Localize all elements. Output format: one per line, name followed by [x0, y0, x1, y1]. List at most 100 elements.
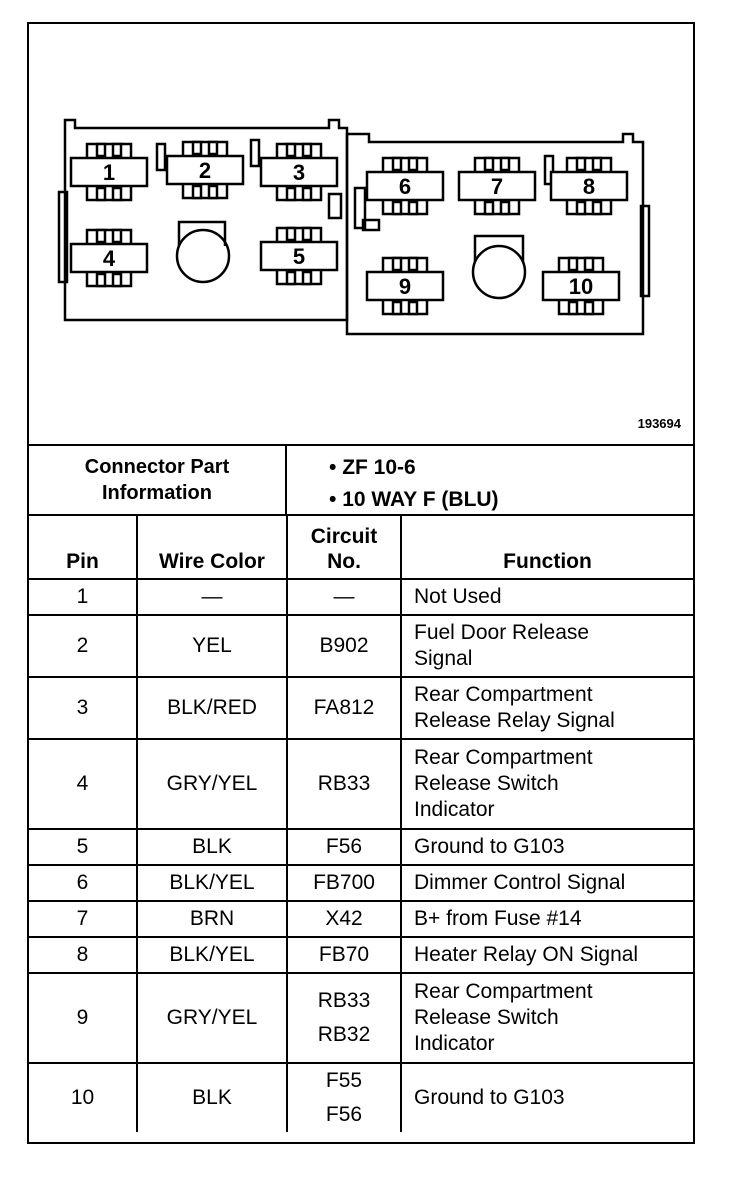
- function-cell: Heater Relay ON Signal: [400, 936, 693, 974]
- pin-number-label: 8: [583, 174, 595, 199]
- header-function: Function: [400, 516, 693, 580]
- pin-number-label: 10: [569, 274, 593, 299]
- pin-cavity: [69, 142, 149, 202]
- circuit-number: F56: [325, 835, 363, 858]
- function-line: Not Used: [414, 585, 502, 608]
- key-bar: [543, 154, 555, 186]
- pin-cell: 3: [29, 676, 138, 740]
- pin-cavity: [69, 228, 149, 288]
- function-line: Release Switch: [414, 1006, 559, 1029]
- key-bar: [155, 142, 167, 172]
- header-wire-color: Wire Color: [136, 516, 288, 580]
- function-cell: Dimmer Control Signal: [400, 864, 693, 902]
- pin-number-label: 9: [399, 274, 411, 299]
- wire-color-cell: —: [136, 578, 288, 616]
- wire-color-cell: YEL: [136, 614, 288, 678]
- pin-cavity: [259, 142, 339, 202]
- connector-info: Connector Part Information ZF 10-6 10 WA…: [29, 444, 693, 516]
- key-bar: [353, 186, 367, 230]
- figure-id: 193694: [637, 416, 681, 431]
- function-line: Heater Relay ON Signal: [414, 943, 639, 966]
- round-cavity: [175, 228, 231, 284]
- circuit-number: RB32: [317, 1023, 371, 1046]
- pin-cavity: [165, 140, 245, 200]
- right-side-latch: [639, 204, 651, 298]
- function-line: Ground to G103: [414, 1086, 565, 1109]
- pin-number-label: 7: [491, 174, 503, 199]
- right-housing: [345, 132, 645, 336]
- circuit-cell: F56: [286, 828, 402, 866]
- pin-cell: 1: [29, 578, 138, 616]
- key-bar: [361, 218, 381, 232]
- table-header-row: Pin Wire Color Circuit No. Function: [29, 516, 693, 580]
- circuit-cell: RB33: [286, 738, 402, 830]
- circuit-number: FB700: [313, 871, 375, 894]
- pin-number-label: 1: [103, 160, 115, 185]
- function-line: B+ from Fuse #14: [414, 907, 582, 930]
- circuit-number: RB33: [317, 989, 371, 1012]
- pin-number-label: 3: [293, 160, 305, 185]
- connector-part-number: ZF 10-6: [329, 452, 499, 484]
- pin-cell: 5: [29, 828, 138, 866]
- wire-color-cell: GRY/YEL: [136, 738, 288, 830]
- left-housing: [63, 118, 349, 322]
- function-line: Release Relay Signal: [414, 709, 615, 732]
- pin-number-label: 6: [399, 174, 411, 199]
- pin-cell: 8: [29, 936, 138, 974]
- circuit-cell: B902: [286, 614, 402, 678]
- pin-cavity: [259, 226, 339, 286]
- connector-description: 10 WAY F (BLU): [329, 484, 498, 516]
- key-bar: [249, 138, 261, 168]
- circuit-number: X42: [325, 907, 363, 930]
- function-cell: B+ from Fuse #14: [400, 900, 693, 938]
- circuit-number: FA812: [313, 696, 375, 719]
- pin-cell: 2: [29, 614, 138, 678]
- circuit-number: F56: [325, 1103, 363, 1126]
- circuit-cell: FB70: [286, 936, 402, 974]
- circuit-number: FB70: [318, 943, 370, 966]
- pin-cell: 7: [29, 900, 138, 938]
- pin-cell: 10: [29, 1062, 138, 1132]
- function-line: Release Switch: [414, 772, 559, 795]
- pin-number-label: 2: [199, 158, 211, 183]
- function-cell: Not Used: [400, 578, 693, 616]
- circuit-cell: X42: [286, 900, 402, 938]
- table-row: 1——Not Used: [29, 578, 693, 616]
- circuit-cell: FA812: [286, 676, 402, 740]
- pin-cavity: [457, 156, 537, 216]
- pin-number-label: 5: [293, 244, 305, 269]
- function-line: Rear Compartment: [414, 683, 593, 706]
- function-line: Fuel Door Release: [414, 621, 590, 644]
- function-line: Indicator: [414, 1032, 495, 1055]
- header-circuit: Circuit No.: [286, 516, 402, 580]
- function-line: Rear Compartment: [414, 746, 593, 769]
- wire-color-cell: BRN: [136, 900, 288, 938]
- wire-color-cell: BLK/RED: [136, 676, 288, 740]
- pin-cell: 9: [29, 972, 138, 1064]
- pin-cavity: [549, 156, 629, 216]
- wire-color-cell: BLK/YEL: [136, 936, 288, 974]
- function-line: Dimmer Control Signal: [414, 871, 626, 894]
- connector-info-list: ZF 10-6 10 WAY F (BLU): [329, 452, 499, 516]
- function-line: Signal: [414, 647, 473, 670]
- function-cell: Ground to G103: [400, 828, 693, 866]
- header-pin: Pin: [29, 516, 138, 580]
- pin-cavity: [541, 256, 621, 316]
- wire-color-cell: BLK: [136, 828, 288, 866]
